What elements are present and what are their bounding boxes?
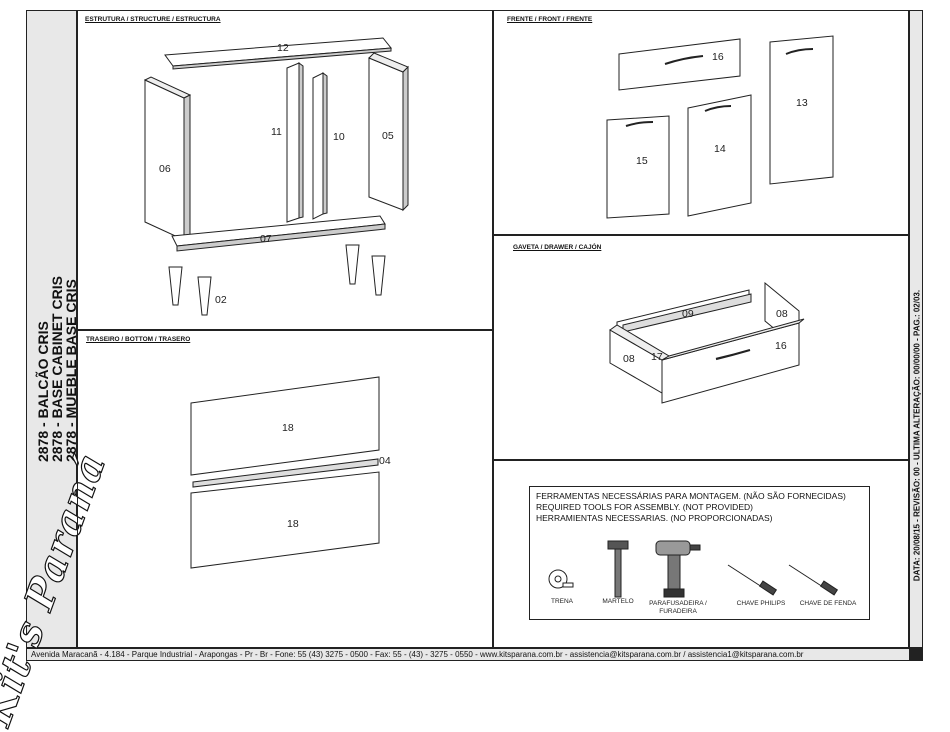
tool-label: TRENA: [551, 598, 574, 605]
structure-heading: ESTRUTURA / STRUCTURE / ESTRUCTURA: [85, 16, 221, 23]
part-label: 05: [382, 130, 394, 142]
back-panel-18-top: [190, 376, 380, 476]
tool-label: FURADEIRA: [659, 608, 697, 615]
hammer-icon: [607, 540, 629, 598]
part-label: 08: [776, 308, 788, 320]
part-label: 12: [277, 42, 289, 54]
part-label: 18: [287, 518, 299, 530]
phillips-screwdriver-icon: [727, 564, 778, 596]
tools-notice: FERRAMENTAS NECESSÁRIAS PARA MONTAGEM. (…: [536, 491, 846, 524]
part-label: 02: [215, 294, 227, 306]
part-label: 07: [260, 233, 272, 245]
right-revision-strip: DATA: 20/08/15 - REVISÃO: 00 - ULTIMA AL…: [909, 10, 923, 648]
tool-label: CHAVE DE FENDA: [800, 600, 857, 607]
tools-line: FERRAMENTAS NECESSÁRIAS PARA MONTAGEM. (…: [536, 491, 846, 501]
part-label: 17: [651, 351, 663, 363]
tools-box: FERRAMENTAS NECESSÁRIAS PARA MONTAGEM. (…: [529, 486, 870, 620]
legs-02: [168, 244, 386, 316]
part-label: 15: [636, 155, 648, 167]
divider: [492, 459, 909, 461]
drawer-front-16: [618, 38, 741, 91]
title-pt: 2878 - BALCÃO CRIS: [35, 321, 51, 462]
drill-icon: [655, 540, 701, 598]
part-label: 04: [379, 455, 391, 467]
part-label: 08: [623, 353, 635, 365]
part-label: 11: [271, 126, 282, 138]
product-titles: 2878 - BALCÃO CRIS 2878 - BASE CABINET C…: [35, 102, 79, 462]
rail-04: [192, 458, 379, 488]
panel-11: [286, 62, 300, 223]
left-title-strip: 2878 - BALCÃO CRIS 2878 - BASE CABINET C…: [0, 10, 116, 732]
tool-label: PARAFUSADEIRA /: [649, 600, 707, 607]
tools-row: TRENA MARTELO PARAFUSADEIRA / FURADEIRA …: [548, 540, 857, 615]
door-14: [687, 94, 752, 217]
part-label: 18: [282, 422, 294, 434]
part-label: 09: [682, 308, 694, 320]
footer-address: Avenida Maracanã - 4.184 - Parque Indust…: [26, 648, 923, 661]
tools-line: REQUIRED TOOLS FOR ASSEMBLY. (NOT PROVID…: [536, 502, 753, 512]
drawer-diagram: 09 08 08 17 16: [609, 281, 805, 404]
drawer-heading: GAVETA / DRAWER / CAJÓN: [513, 244, 602, 251]
front-heading: FRENTE / FRONT / FRENTE: [507, 16, 593, 23]
door-13: [769, 35, 834, 185]
back-panel-18-bottom: [190, 471, 380, 569]
part-label: 14: [714, 143, 726, 155]
part-label: 16: [712, 51, 724, 63]
tape-measure-icon: [548, 569, 574, 589]
flat-screwdriver-icon: [788, 564, 839, 596]
structure-diagram: 12 11 10 05 06 07 02: [143, 37, 409, 316]
part-label: 06: [159, 163, 171, 175]
back-heading: TRASEIRO / BOTTOM / TRASERO: [86, 336, 191, 343]
tool-label: CHAVE PHILIPS: [737, 600, 786, 607]
part-label: 13: [796, 97, 808, 109]
door-15: [606, 115, 670, 219]
divider: [492, 234, 909, 236]
revision-text: DATA: 20/08/15 - REVISÃO: 00 - ULTIMA AL…: [912, 289, 922, 582]
corner-mark: [909, 648, 923, 661]
title-es: 2878 - MUEBLE BASE CRIS: [63, 279, 79, 462]
drawer-front-16: [661, 322, 800, 404]
tool-label: MARTELO: [602, 598, 633, 605]
front-diagram: 16 13 15 14: [606, 35, 834, 219]
title-en: 2878 - BASE CABINET CRIS: [49, 276, 65, 462]
panel-10: [312, 72, 324, 220]
part-label: 16: [775, 340, 787, 352]
panel-06: [144, 79, 185, 241]
divider: [77, 329, 493, 331]
tools-line: HERRAMIENTAS NECESSARIAS. (NO PROPORCION…: [536, 513, 773, 523]
part-label: 10: [333, 131, 345, 143]
back-diagram: 18 04 18: [190, 376, 391, 569]
